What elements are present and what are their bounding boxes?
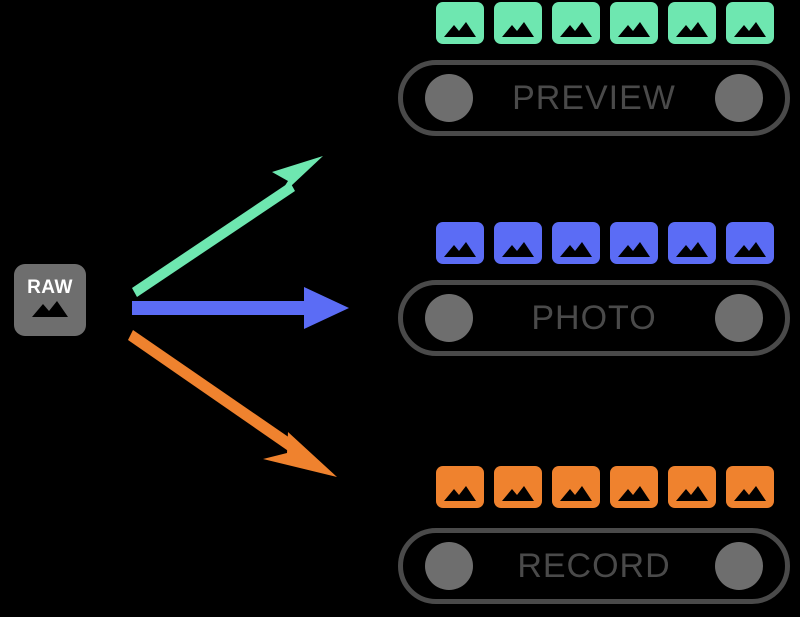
frame-icon-preview-3	[552, 2, 600, 44]
roller-right-photo	[715, 294, 763, 342]
frame-icon-record-6	[726, 466, 774, 508]
roller-left-photo	[425, 294, 473, 342]
frame-icon-record-5	[668, 466, 716, 508]
roller-right-record	[715, 542, 763, 590]
frame-icon-record-3	[552, 466, 600, 508]
roller-left-preview	[425, 74, 473, 122]
frame-icon-photo-2	[494, 222, 542, 264]
frame-icon-photo-4	[610, 222, 658, 264]
frame-icon-preview-6	[726, 2, 774, 44]
pipeline-pill-photo: PHOTO	[398, 280, 790, 356]
arrow-photo-shaft	[132, 301, 310, 315]
raw-label: RAW	[27, 277, 73, 298]
pipeline-pill-record: RECORD	[398, 528, 790, 604]
arrow-preview-shaft	[132, 182, 295, 297]
roller-right-preview	[715, 74, 763, 122]
arrow-photo-head	[304, 287, 349, 329]
frame-icon-record-2	[494, 466, 542, 508]
pipeline-label-photo: PHOTO	[531, 299, 657, 337]
pipeline-label-record: RECORD	[517, 547, 671, 585]
arrow-record	[128, 330, 337, 477]
frame-icon-record-1	[436, 466, 484, 508]
arrow-record-shaft	[128, 330, 303, 457]
frame-icon-photo-6	[726, 222, 774, 264]
arrow-preview-head	[272, 156, 323, 201]
frame-icon-photo-1	[436, 222, 484, 264]
frame-icon-preview-4	[610, 2, 658, 44]
image-mountain-icon	[30, 299, 70, 322]
frame-icon-preview-5	[668, 2, 716, 44]
pipeline-label-preview: PREVIEW	[512, 79, 676, 117]
raw-source-chip: RAW	[14, 264, 86, 336]
frame-icon-preview-1	[436, 2, 484, 44]
pipeline-pill-preview: PREVIEW	[398, 60, 790, 136]
roller-left-record	[425, 542, 473, 590]
frame-strip-preview	[436, 2, 774, 44]
frame-icon-photo-3	[552, 222, 600, 264]
frame-icon-record-4	[610, 466, 658, 508]
frame-strip-record	[436, 466, 774, 508]
frame-icon-photo-5	[668, 222, 716, 264]
frame-strip-photo	[436, 222, 774, 264]
arrow-record-head	[263, 432, 337, 477]
arrow-photo	[132, 287, 349, 329]
frame-icon-preview-2	[494, 2, 542, 44]
arrow-preview	[132, 156, 323, 297]
